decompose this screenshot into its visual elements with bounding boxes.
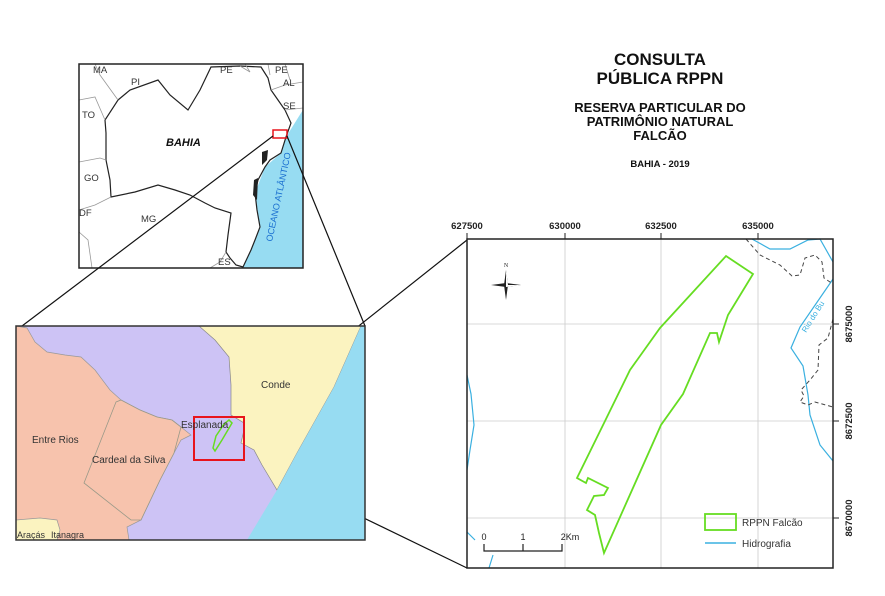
title-line1: CONSULTA xyxy=(614,50,706,69)
coast-islands xyxy=(253,150,268,200)
subtitle-line2: PATRIMÔNIO NATURAL xyxy=(586,114,734,129)
scale-label: 1 xyxy=(520,532,525,542)
label-ma: MA xyxy=(93,65,108,76)
main-map: 627500 630000 632500 635000 8675000 8672… xyxy=(451,221,855,569)
scale-label: 2Km xyxy=(561,532,580,542)
study-area-highlight xyxy=(193,416,245,461)
label-esplanada: Esplanada xyxy=(181,420,229,431)
y-tick-label: 8675000 xyxy=(844,306,855,343)
main-frame xyxy=(466,238,834,569)
svg-text:N: N xyxy=(504,263,509,269)
y-tick-label: 8672500 xyxy=(844,403,855,440)
bahia-outline xyxy=(104,65,292,268)
x-tick-label: 627500 xyxy=(451,221,483,232)
subtitle-line1: RESERVA PARTICULAR DO xyxy=(574,100,746,115)
locator-frame xyxy=(78,63,304,269)
y-tick-label: 8670000 xyxy=(844,500,855,537)
legend-label-rppn: RPPN Falcão xyxy=(742,518,803,529)
north-arrow-icon: N xyxy=(491,263,521,300)
label-go: GO xyxy=(84,173,99,184)
rppn-falcao-polygon xyxy=(575,254,755,556)
municipal-boundary xyxy=(745,238,834,408)
label-mg: MG xyxy=(141,214,156,225)
place-year: BAHIA - 2019 xyxy=(630,159,690,170)
label-cardeal-da-silva: Cardeal da Silva xyxy=(92,455,166,466)
municipal-map: Conde Esplanada Entre Rios Cardeal da Si… xyxy=(15,325,366,541)
label-es: ES xyxy=(218,257,231,268)
label-itanagra: Itanagra xyxy=(51,530,84,540)
x-tick-label: 630000 xyxy=(549,221,581,232)
scale-label: 0 xyxy=(481,532,486,542)
title-line2: PÚBLICA RPPN xyxy=(596,69,724,88)
tick-marks xyxy=(466,233,839,519)
ocean-area xyxy=(243,110,303,268)
legend-label-hydro: Hidrografia xyxy=(742,539,791,550)
label-conde: Conde xyxy=(261,380,291,391)
neighbor-borders xyxy=(78,63,304,269)
legend: RPPN Falcão Hidrografia xyxy=(704,513,803,550)
grid-lines xyxy=(467,239,833,568)
label-pe-1: PE xyxy=(220,65,233,76)
locator-map: MA PI PE PE AL SE TO GO DF MG ES BAHIA O… xyxy=(78,63,304,269)
legend-swatch-rppn xyxy=(704,513,737,531)
study-area-highlight xyxy=(272,129,288,139)
hydrography xyxy=(466,238,834,569)
label-aracas: Araçás xyxy=(17,530,46,540)
label-pi: PI xyxy=(131,77,140,88)
label-to: TO xyxy=(82,110,95,121)
ocean-area xyxy=(247,326,365,540)
label-se: SE xyxy=(283,101,296,112)
cardeal-da-silva-area xyxy=(83,399,182,521)
label-pe-2: PE xyxy=(275,65,288,76)
label-al: AL xyxy=(283,78,295,89)
label-entre-rios: Entre Rios xyxy=(32,435,79,446)
x-tick-label: 632500 xyxy=(645,221,677,232)
label-bahia: BAHIA xyxy=(166,137,201,149)
municipal-frame xyxy=(15,325,366,541)
rppn-inset-outline xyxy=(212,418,233,453)
label-df: DF xyxy=(79,208,92,219)
subtitle-line3: FALCÃO xyxy=(633,128,687,143)
scale-bar: 0 1 2Km xyxy=(481,532,580,552)
x-tick-label: 635000 xyxy=(742,221,774,232)
